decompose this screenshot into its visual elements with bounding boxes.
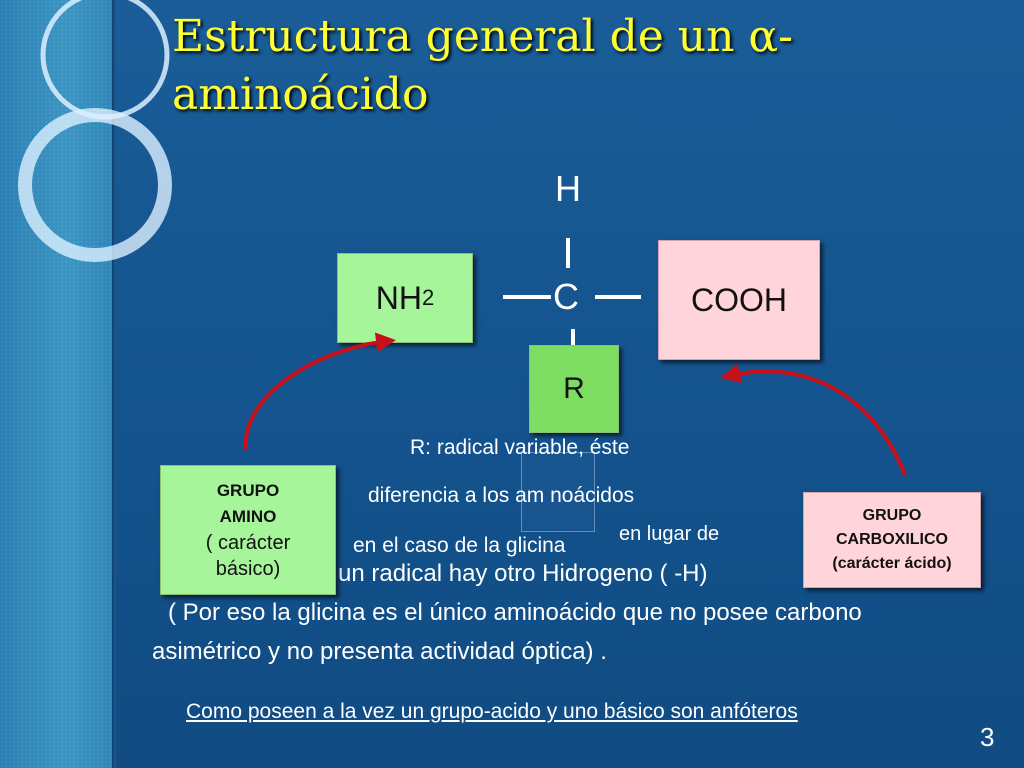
carboxyl-label-line-3: (carácter ácido) [832, 555, 952, 572]
arrow-to-amino [243, 332, 396, 451]
arrow-to-carboxyl [720, 363, 907, 476]
conclusion-link[interactable]: Como poseen a la vez un grupo-acido y un… [186, 700, 798, 723]
radical-description-2: diferencia a los am noácidos [368, 484, 635, 507]
hydrogen-atom: H [555, 168, 581, 209]
page-title: Estructura general de un α- aminoácido [172, 8, 932, 124]
bond-right [595, 295, 641, 299]
decorative-circle-2 [18, 108, 172, 262]
carboxyl-group-label-box: GRUPO CARBOXILICO (carácter ácido) [803, 492, 981, 588]
decorative-circles [18, 0, 172, 262]
placeholder-box [521, 452, 595, 532]
nh2-subscript: 2 [421, 285, 435, 310]
explanation-line-1: ( Por eso la glicina es el único aminoác… [168, 599, 862, 626]
amino-label-line-3: ( carácter [205, 532, 291, 554]
radical-label: R [563, 372, 585, 405]
carboxyl-group-box: COOH [658, 240, 820, 360]
bond-top [566, 238, 570, 268]
amino-label-line-2: AMINO [219, 507, 277, 526]
carboxyl-label-line-2: CARBOXILICO [836, 531, 948, 548]
page-number: 3 [980, 722, 995, 752]
amino-label-line-1: GRUPO [216, 481, 280, 500]
nh2-label: NH [375, 279, 422, 316]
strip-edge [112, 0, 116, 768]
radical-box: R [529, 345, 619, 433]
bond-bottom [571, 329, 575, 359]
glicina-note-2: en lugar de [619, 523, 720, 545]
carboxyl-label-line-1: GRUPO [862, 507, 922, 524]
title-line-1: Estructura general de un α- [172, 11, 794, 62]
bond-left [503, 295, 551, 299]
explanation-line-2: asimétrico y no presenta actividad óptic… [152, 638, 607, 665]
decorative-circle-1 [40, 0, 170, 120]
title-line-2: aminoácido [172, 69, 429, 120]
amino-label-line-4: básico) [215, 558, 281, 580]
carbon-atom: C [553, 276, 579, 317]
amino-group-label-box: GRUPO AMINO ( carácter básico) [160, 465, 336, 595]
cooh-label: COOH [691, 281, 787, 318]
radical-description-1: R: radical variable, éste [410, 436, 630, 459]
glicina-note-1: en el caso de la glicina [353, 534, 566, 557]
glicina-note-3: un radical hay otro Hidrogeno ( -H) [338, 560, 708, 587]
